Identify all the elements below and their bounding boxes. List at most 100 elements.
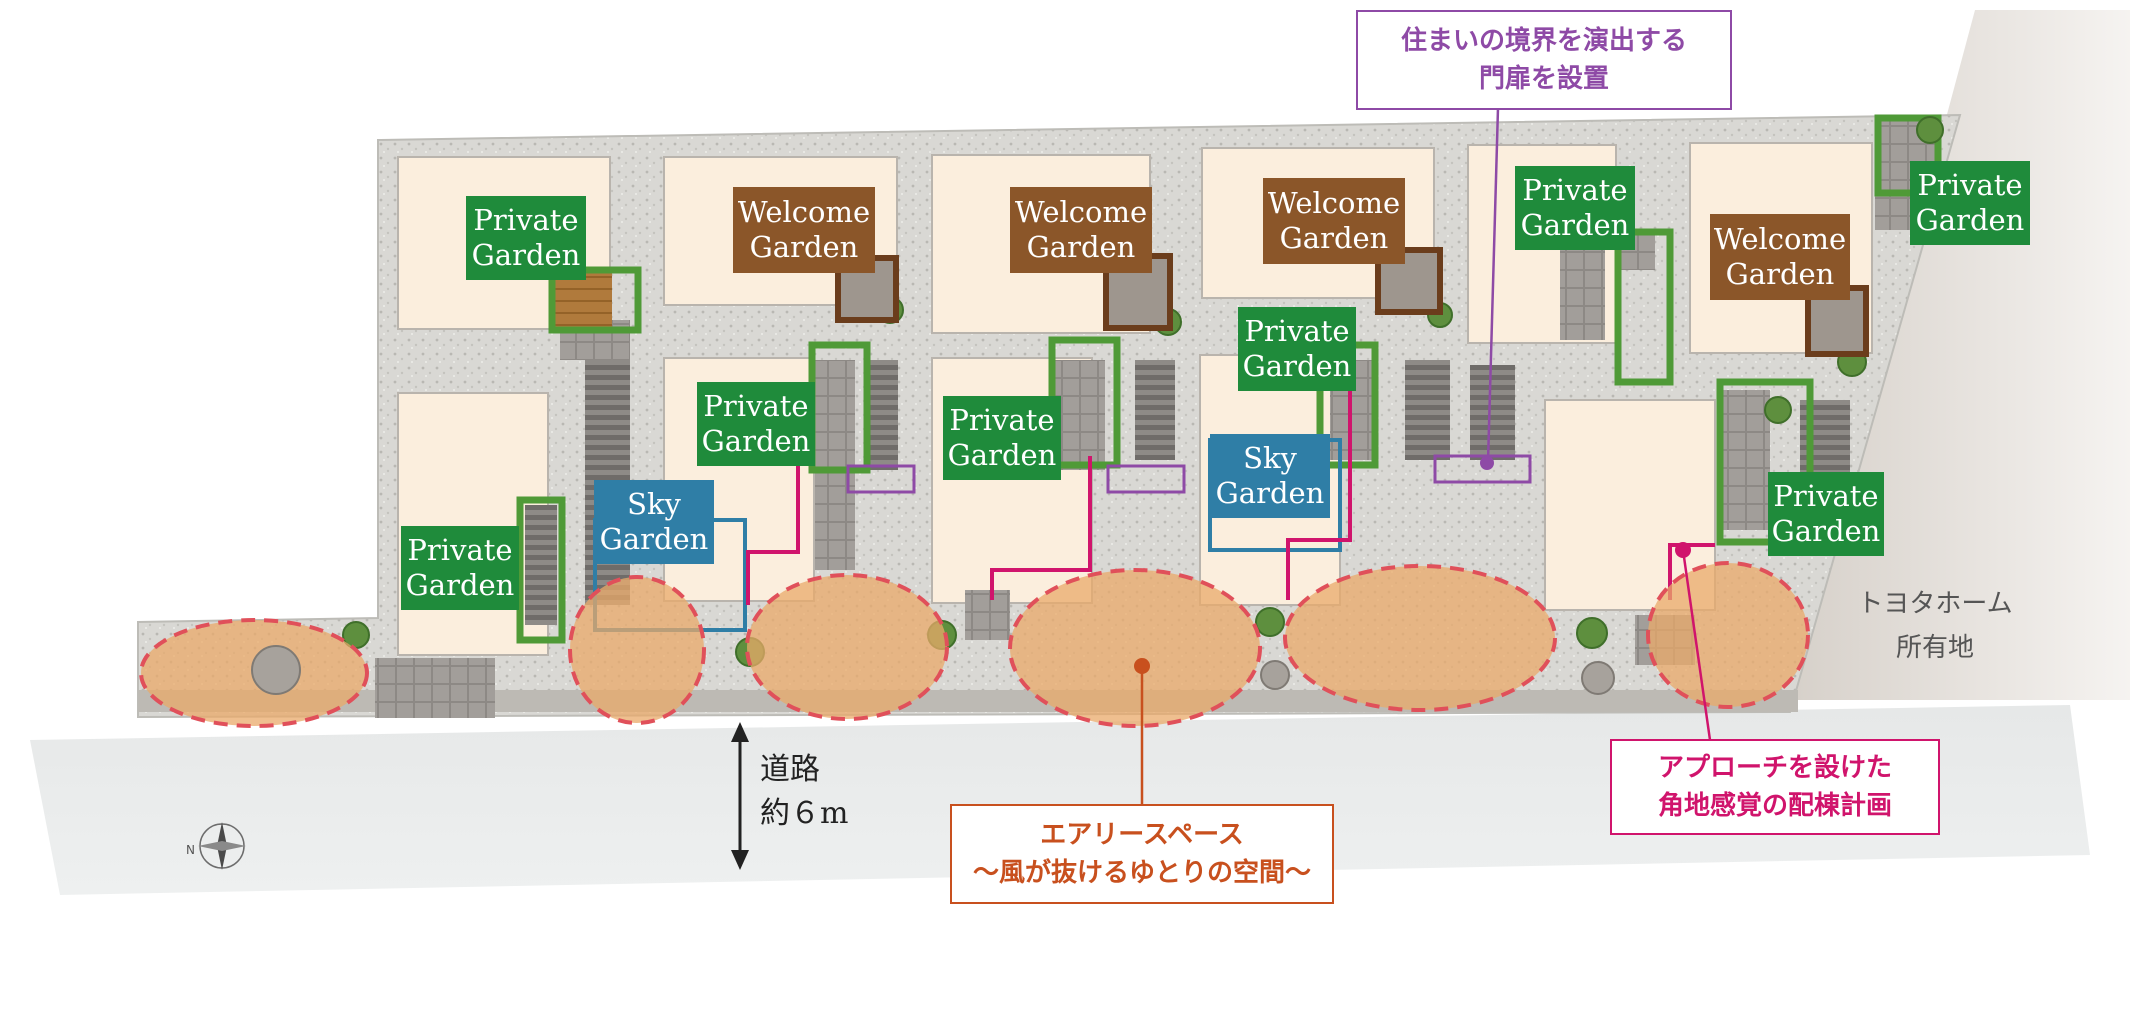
airy-space-2	[568, 575, 706, 725]
label-line: Welcome	[1713, 222, 1847, 256]
label-line: Garden	[1242, 349, 1352, 383]
label-line: Garden	[749, 230, 859, 264]
airy-space-callout: エアリースペース 〜風が抜けるゆとりの空間〜	[950, 804, 1334, 904]
double-arrow-icon	[731, 722, 749, 870]
label-line: Garden	[1725, 257, 1835, 291]
private-garden-label: Private Garden	[1238, 307, 1356, 391]
hedge-2	[516, 496, 566, 644]
callout-line: 住まいの境界を演出する	[1400, 26, 1687, 56]
private-garden-label: Private Garden	[697, 382, 815, 466]
approach-callout: アプローチを設けた 角地感覚の配棟計画	[1610, 739, 1940, 835]
approach-leader-line	[1681, 549, 1712, 741]
stone-circles	[251, 645, 1615, 695]
airy-space-5	[1283, 564, 1557, 712]
private-garden-label: Private Garden	[1515, 166, 1635, 250]
label-line: Private	[703, 389, 809, 423]
paving-7	[1405, 360, 1450, 460]
gate-leader-dot	[1480, 456, 1494, 470]
double-arrow-head-top	[731, 722, 749, 742]
paving-8	[1470, 365, 1515, 460]
neighbor-land-label: トヨタホーム 所有地	[1850, 582, 2020, 670]
approach-line-2	[990, 456, 1092, 600]
label-line: Sky	[627, 487, 681, 521]
callout-line: 〜風が抜けるゆとりの空間〜	[972, 858, 1311, 888]
callout-line: 門扉を設置	[1478, 64, 1609, 94]
welcome-garden-label: Welcome Garden	[733, 187, 875, 273]
private-garden-label: Private Garden	[943, 396, 1061, 480]
neighbor-line: 所有地	[1895, 633, 1974, 663]
label-line: Private	[949, 403, 1055, 437]
tree-5	[1576, 617, 1608, 649]
hedge-7	[1716, 378, 1814, 546]
label-line: Welcome	[1014, 195, 1148, 229]
neighbor-line: トヨタホーム	[1857, 589, 2013, 619]
paving-16	[375, 658, 495, 718]
gate-marker-1	[846, 464, 916, 494]
gate-markers	[846, 454, 1532, 494]
sky-garden-label: Sky Garden	[594, 480, 714, 564]
welcome-paving	[835, 247, 1869, 357]
gate-marker-2	[1106, 464, 1186, 494]
sky-garden-label: Sky Garden	[1210, 434, 1330, 518]
label-line: Garden	[1215, 476, 1325, 510]
welcome-garden-label: Welcome Garden	[1710, 214, 1850, 300]
tree-4	[1255, 607, 1285, 637]
label-line: Private	[1244, 314, 1350, 348]
label-line: Garden	[701, 424, 811, 458]
label-line: Private	[407, 533, 513, 567]
label-line: Garden	[1520, 208, 1630, 242]
hedge-6	[1614, 228, 1674, 386]
private-garden-label: Private Garden	[1768, 472, 1884, 556]
private-garden-label: Private Garden	[401, 526, 519, 610]
callout-line: アプローチを設けた	[1657, 753, 1892, 783]
airy-space-6	[1646, 561, 1810, 709]
airy-space-4	[1008, 568, 1262, 728]
label-line: Private	[1773, 479, 1879, 513]
compass-north-mark: N	[186, 843, 195, 857]
paving-9	[1720, 390, 1770, 530]
private-garden-label: Private Garden	[1910, 161, 2030, 245]
stone-circle-2	[1260, 660, 1290, 690]
label-line: Garden	[1771, 514, 1881, 548]
welcome-garden-label: Welcome Garden	[1010, 187, 1152, 273]
private-garden-label: Private Garden	[466, 196, 586, 280]
label-line: Garden	[1915, 203, 2025, 237]
gate-marker-3	[1433, 454, 1532, 484]
label-line: Garden	[599, 522, 709, 556]
paving-1	[585, 350, 630, 605]
callout-line: エアリースペース	[1040, 820, 1244, 850]
approach-line-4	[1668, 543, 1715, 600]
stone-circle-3	[1581, 661, 1615, 695]
label-line: Garden	[947, 438, 1057, 472]
road-line: 約６m	[760, 796, 849, 831]
airy-leader-dot	[1134, 658, 1150, 674]
hedge-8	[1874, 114, 1942, 197]
label-line: Garden	[471, 238, 581, 272]
compass-rose-icon: N	[186, 822, 246, 870]
road-area	[30, 705, 2090, 895]
compass-needle-ew	[198, 841, 246, 851]
wood-deck	[552, 272, 612, 327]
road-width-label: 道路 約６m	[760, 748, 870, 836]
paving-20	[1560, 250, 1605, 340]
welcome-garden-label: Welcome Garden	[1263, 178, 1405, 264]
paving-19	[965, 590, 1010, 640]
label-line: Garden	[1279, 221, 1389, 255]
label-line: Sky	[1243, 441, 1297, 475]
tree-10	[1764, 396, 1792, 424]
callout-line: 角地感覚の配棟計画	[1657, 791, 1892, 821]
label-line: Private	[1917, 168, 2023, 202]
label-line: Welcome	[737, 195, 871, 229]
paving-5	[1135, 360, 1175, 460]
stone-circle-1	[251, 645, 301, 695]
paving-3	[868, 360, 898, 470]
label-line: Welcome	[1267, 186, 1401, 220]
label-line: Garden	[1026, 230, 1136, 264]
deck-panel	[525, 505, 557, 625]
label-line: Private	[473, 203, 579, 237]
hedge-1	[548, 266, 642, 334]
road-line: 道路	[760, 752, 820, 787]
approach-leader-dot	[1675, 542, 1691, 558]
label-line: Garden	[405, 568, 515, 602]
approach-line-1	[746, 398, 800, 605]
